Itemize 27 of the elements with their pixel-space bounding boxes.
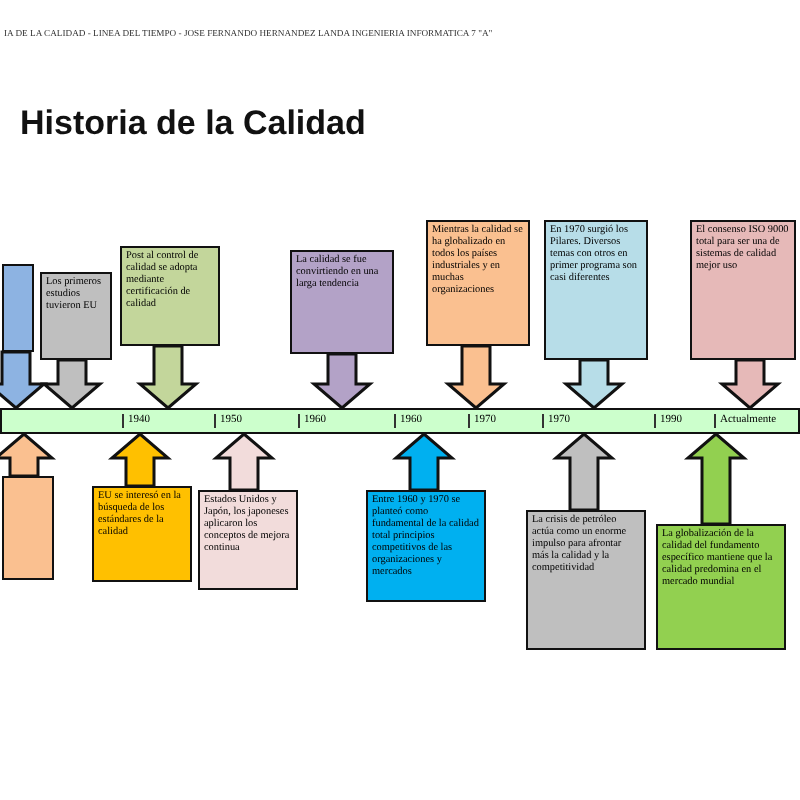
block-arrow: [211, 432, 277, 492]
callout-box: [526, 510, 646, 650]
callout-box: [120, 246, 220, 346]
block-arrow: [309, 352, 375, 410]
block-arrow: [39, 358, 105, 410]
title: Historia de la Calidad: [20, 104, 366, 144]
callout-box: [544, 220, 648, 360]
callout-box: [690, 220, 796, 360]
block-arrow: [107, 432, 173, 488]
callout-box: [426, 220, 530, 346]
block-arrow: [0, 432, 57, 478]
callout-box: [92, 486, 192, 582]
block-arrow: [683, 432, 749, 526]
callout-box: [198, 490, 298, 590]
block-arrow: [717, 358, 783, 410]
callout-box: [656, 524, 786, 650]
empty-box: [2, 264, 34, 352]
block-arrow: [443, 344, 509, 410]
block-arrow: [391, 432, 457, 492]
block-arrow: [135, 344, 201, 410]
block-arrow: [561, 358, 627, 410]
callout-box: [40, 272, 112, 360]
timeline-bar: [0, 408, 800, 434]
callout-box: [366, 490, 486, 602]
callout-box: [290, 250, 394, 354]
block-arrow: [551, 432, 617, 512]
block-arrow: [0, 350, 49, 410]
